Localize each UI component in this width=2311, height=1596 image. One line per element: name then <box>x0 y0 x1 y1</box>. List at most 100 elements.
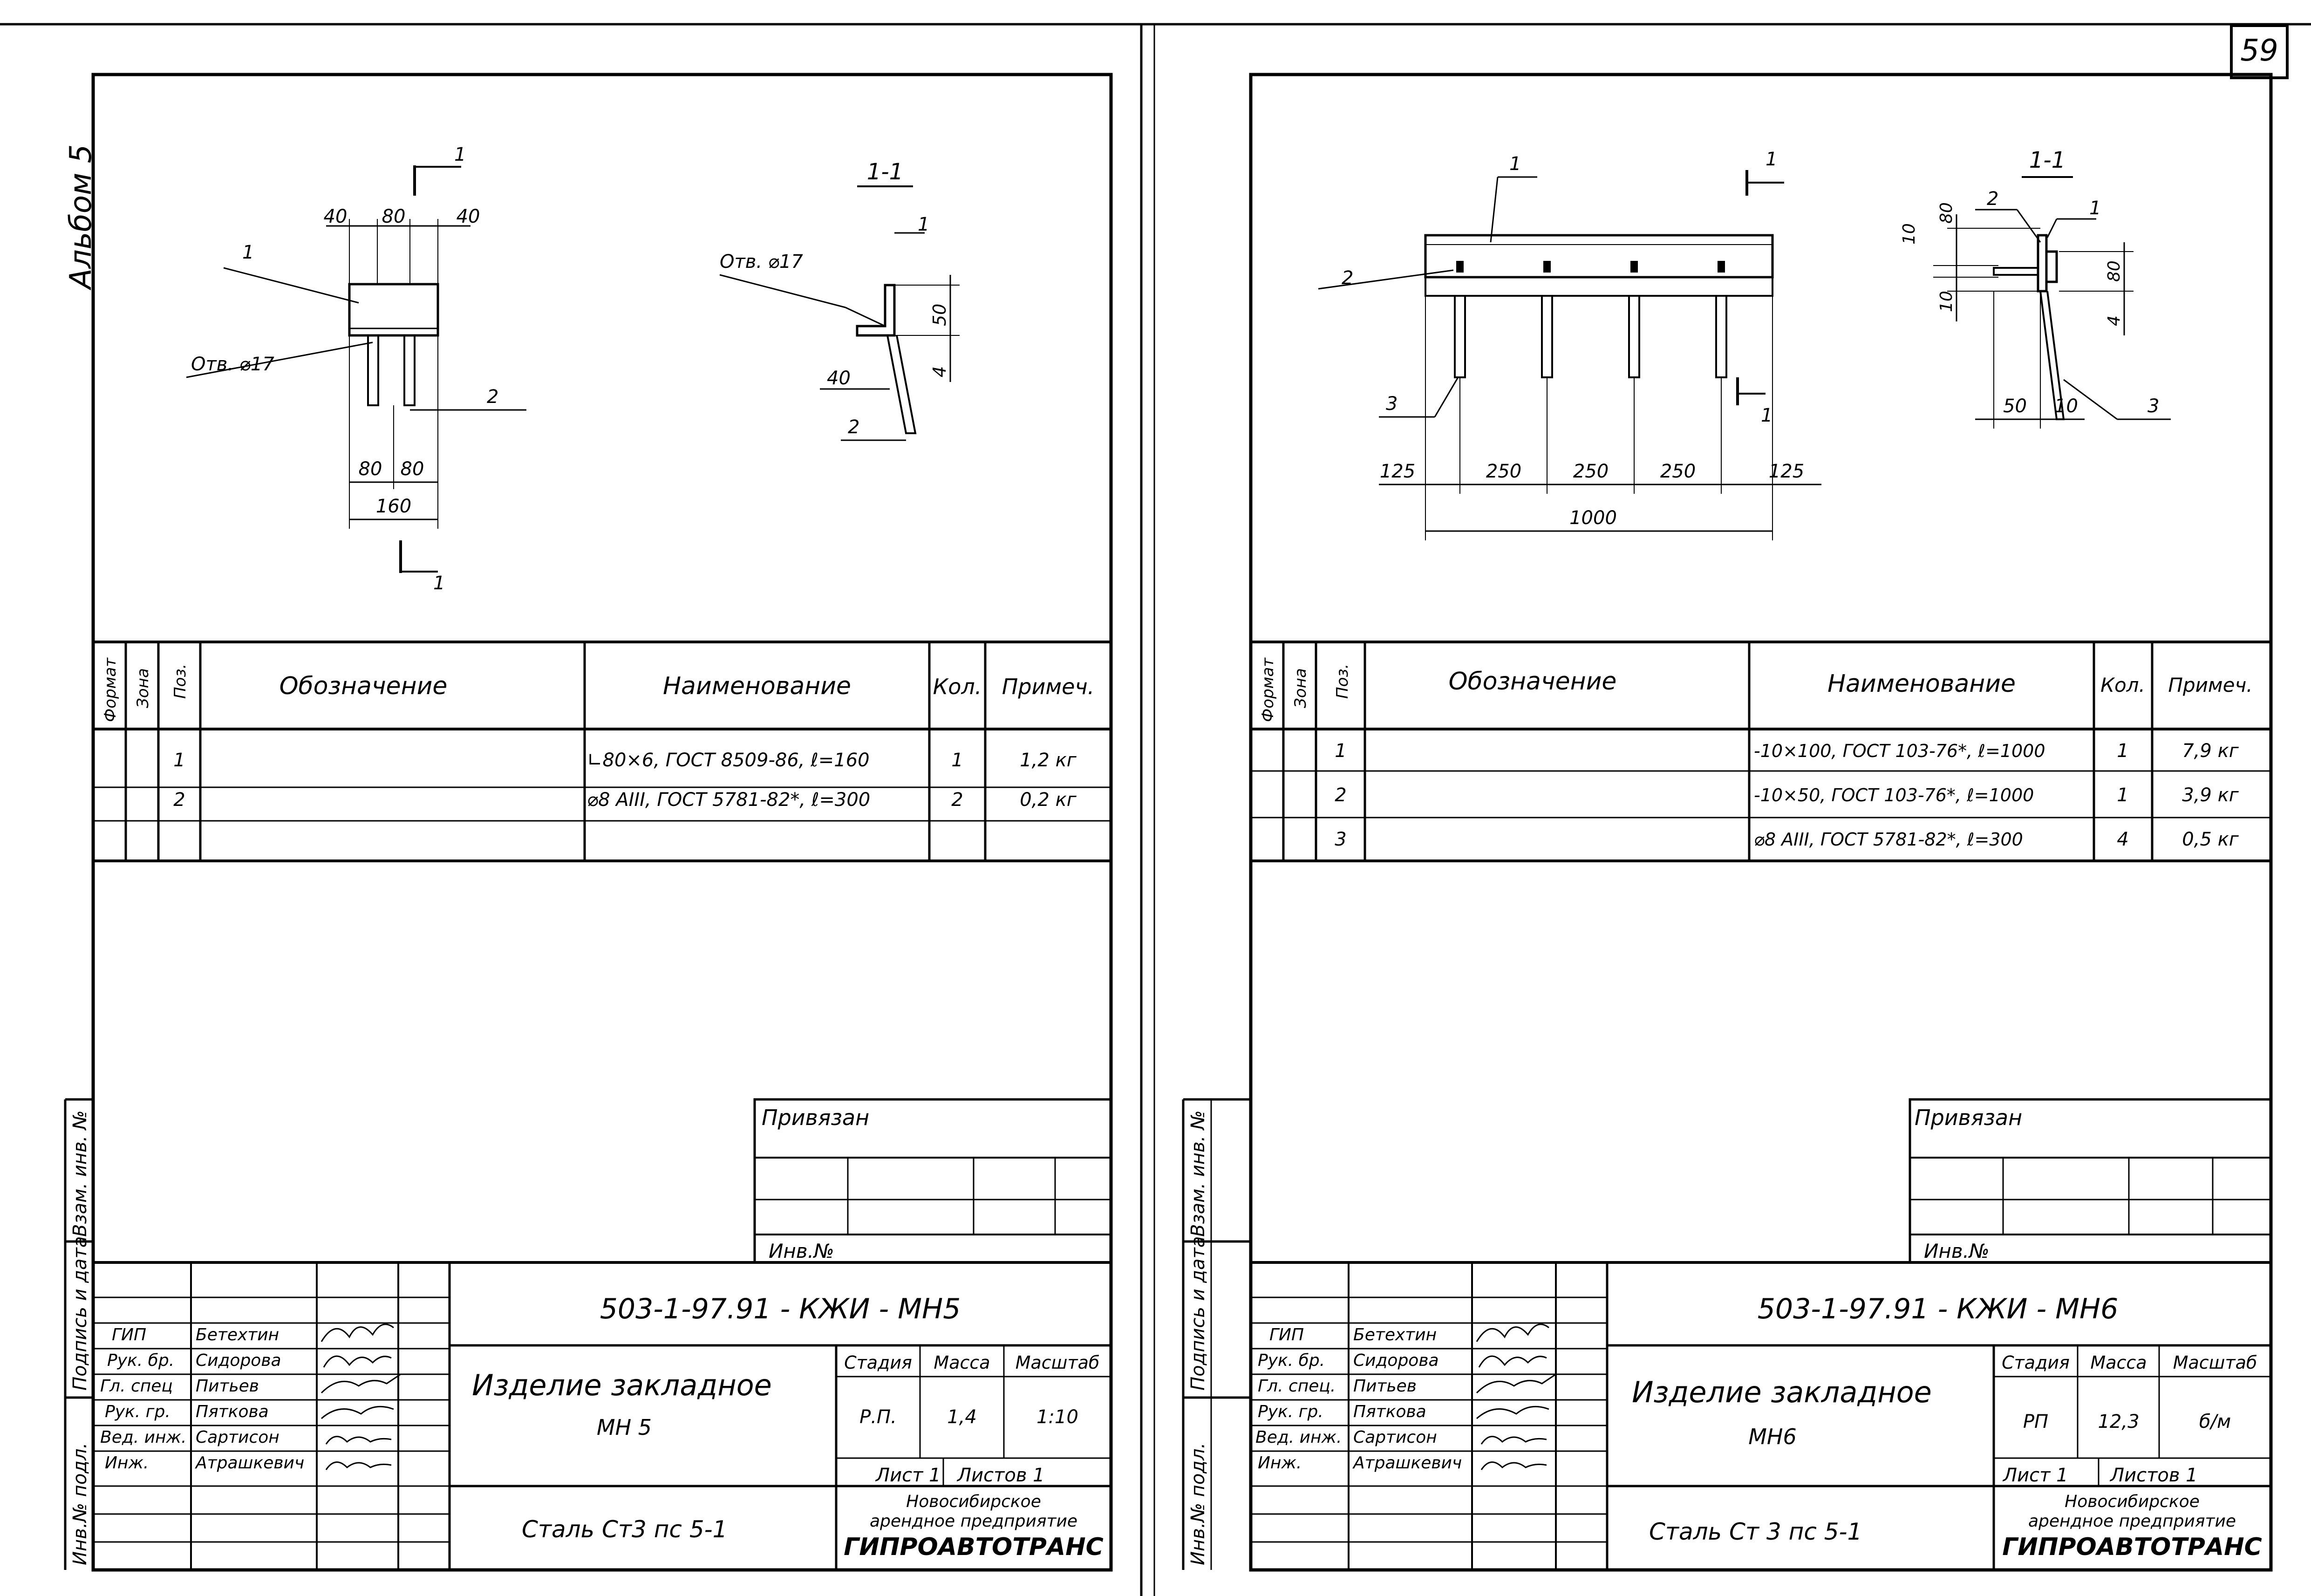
r-dim-1: 125 <box>1380 461 1415 482</box>
r-stadia-value: РП <box>2023 1411 2048 1432</box>
r-massa-label: Масса <box>2090 1352 2147 1373</box>
stamp-vzam-inv: Взам. инв. № <box>69 1110 91 1237</box>
r-hdr-primech: Примеч. <box>2168 674 2252 696</box>
r-dim-3: 250 <box>1573 461 1609 482</box>
r-sec-callout-2: 2 <box>1987 188 1998 210</box>
dim-total: 160 <box>376 496 411 517</box>
r-listov-label: Листов 1 <box>2109 1465 2198 1486</box>
r-row3-kol: 4 <box>2117 829 2128 850</box>
massa-label: Масса <box>934 1352 990 1373</box>
r-hdr-naimenovanie: Наименование <box>1827 670 2016 698</box>
dim-top-1: 40 <box>324 206 348 227</box>
r-callout-3: 3 <box>1386 393 1398 415</box>
spec-table-right: Формат Зона Поз. Обозначение Наименовани… <box>1251 641 2271 862</box>
r-role-1: Рук. бр. <box>1258 1351 1325 1370</box>
r-doc-code: 503-1-97.91 - КЖИ - МН6 <box>1758 1293 2119 1325</box>
row2-primech: 0,2 кг <box>1020 789 1077 811</box>
hdr-oboznachenie: Обозначение <box>280 672 448 700</box>
stamp-inv-podl-r: Инв.№ подл. <box>1187 1443 1209 1565</box>
dim-top-3: 40 <box>457 206 480 227</box>
hdr-primech: Примеч. <box>1002 674 1095 699</box>
r-row2-poz: 2 <box>1335 784 1346 806</box>
mn6-front-view: 125 250 250 250 125 1000 1 1 1 2 3 <box>1318 149 1821 540</box>
r-masshtab-label: Масштаб <box>2173 1352 2257 1373</box>
privyazan-label: Привязан <box>762 1105 869 1130</box>
stamp-podpis-data: Подпись и дата <box>69 1236 91 1391</box>
name-1: Сидорова <box>196 1351 281 1370</box>
name-5: Атрашкевич <box>195 1453 304 1473</box>
callout-2: 2 <box>487 386 498 408</box>
r-row1-primech: 7,9 кг <box>2182 740 2239 762</box>
r-row1-kol: 1 <box>2117 740 2128 762</box>
inv-label: Инв.№ <box>769 1240 834 1262</box>
role-2: Гл. спец <box>100 1377 173 1396</box>
r-sec-80b: 80 <box>2105 260 2124 282</box>
r-section-title: 1-1 <box>2029 147 2066 173</box>
dim-top-2: 80 <box>382 206 406 227</box>
role-1: Рук. бр. <box>107 1351 174 1370</box>
r-title-line2: МН6 <box>1748 1424 1797 1449</box>
mn5-section-view: 1-1 Отв. ⌀17 1 50 4 40 2 <box>719 159 960 441</box>
r-stadia-label: Стадия <box>2002 1352 2070 1373</box>
org-line3: ГИПРОАВТОТРАНС <box>844 1533 1104 1561</box>
r-massa-value: 12,3 <box>2098 1411 2139 1432</box>
listov-label: Листов 1 <box>956 1465 1045 1486</box>
r-dim-total: 1000 <box>1569 507 1617 529</box>
hdr-zona: Зона <box>134 668 152 708</box>
title-block-right: ГИП Бетехтин Рук. бр. Сидорова Гл. спец.… <box>1251 1261 2271 1570</box>
role-3: Рук. гр. <box>105 1402 170 1421</box>
section-callout-1: 1 <box>918 214 929 235</box>
r-masshtab-value: б/м <box>2199 1411 2231 1432</box>
r-row2-naim: -10×50, ГОСТ 103-76*, ℓ=1000 <box>1754 785 2034 805</box>
r-sec-callout-1: 1 <box>2089 198 2101 219</box>
r-dim-5: 125 <box>1769 461 1804 482</box>
sec-dim-4: 4 <box>929 366 950 377</box>
masshtab-label: Масштаб <box>1016 1352 1100 1373</box>
r-role-4: Вед. инж. <box>1255 1428 1342 1447</box>
r-section-mark-bottom: 1 <box>1761 405 1772 426</box>
r-hdr-format: Формат <box>1259 657 1277 722</box>
r-material: Сталь Ст 3 пс 5-1 <box>1649 1518 1862 1545</box>
section-mark-bottom: 1 <box>433 573 445 594</box>
title-line2: МН 5 <box>597 1415 652 1440</box>
name-4: Сартисон <box>196 1428 280 1447</box>
title-line1: Изделие закладное <box>472 1368 772 1402</box>
stadia-label: Стадия <box>844 1352 912 1373</box>
privyazan-block-left: Привязан Инв.№ <box>753 1098 1112 1264</box>
row1-kol: 1 <box>951 750 963 771</box>
r-privyazan-label: Привязан <box>1915 1105 2022 1130</box>
hdr-poz: Поз. <box>171 664 190 699</box>
r-row3-primech: 0,5 кг <box>2182 829 2239 850</box>
sec-dim-40: 40 <box>827 368 851 389</box>
r-callout-1: 1 <box>1509 153 1521 175</box>
r-sec-10b: 10 <box>1937 291 1956 312</box>
r-list-label: Лист 1 <box>2002 1465 2068 1486</box>
row1-naim: ∟80×6, ГОСТ 8509-86, ℓ=160 <box>587 750 870 771</box>
material: Сталь Ст3 пс 5-1 <box>522 1516 727 1543</box>
r-org-line1: Новосибирское <box>2065 1492 2200 1511</box>
stamp-vzam-inv-r: Взам. инв. № <box>1187 1110 1209 1237</box>
stadia-value: Р.П. <box>859 1406 897 1428</box>
margin-stamp-left: Взам. инв. № Подпись и дата Инв.№ подл. <box>64 1098 93 1570</box>
dim-bottom-2: 80 <box>401 458 424 480</box>
right-sheet: Взам. инв. № Подпись и дата Инв.№ подл. <box>1182 73 2273 1572</box>
section-title: 1-1 <box>867 159 903 185</box>
hdr-naimenovanie: Наименование <box>663 672 851 700</box>
r-hdr-zona: Зона <box>1291 668 1310 708</box>
sheet-edges <box>0 23 2311 1596</box>
signatures-right <box>1476 1323 1556 1470</box>
r-row2-primech: 3,9 кг <box>2182 784 2239 806</box>
r-sec-10a: 10 <box>1900 223 1919 245</box>
r-sec-w50: 50 <box>2003 396 2027 417</box>
r-role-2: Гл. спец. <box>1258 1377 1336 1396</box>
doc-code: 503-1-97.91 - КЖИ - МН5 <box>600 1293 961 1325</box>
r-name-4: Сартисон <box>1353 1428 1437 1447</box>
r-org-line2: арендное предприятие <box>2028 1512 2236 1531</box>
name-0: Бетехтин <box>196 1325 279 1344</box>
r-name-1: Сидорова <box>1353 1351 1439 1370</box>
r-name-5: Атрашкевич <box>1352 1453 1462 1473</box>
r-hdr-kol: Кол. <box>2100 674 2145 696</box>
r-sec-callout-3: 3 <box>2147 396 2159 417</box>
role-5: Инж. <box>105 1453 149 1473</box>
